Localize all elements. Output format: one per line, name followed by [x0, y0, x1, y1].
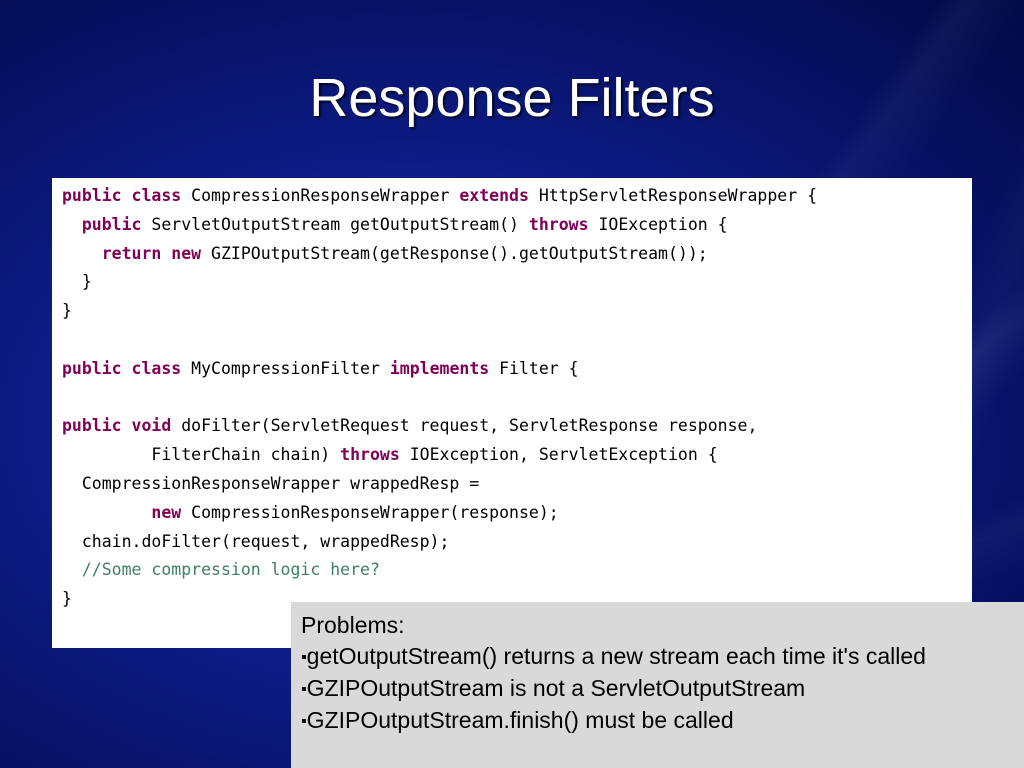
problem-text: GZIPOutputStream is not a ServletOutputS… — [306, 675, 806, 701]
problem-text: getOutputStream() returns a new stream e… — [306, 643, 926, 669]
code-text: HttpServletResponseWrapper { — [528, 186, 818, 205]
problems-box: Problems: ▪getOutputStream() returns a n… — [291, 602, 1024, 768]
code-keyword: new — [151, 502, 182, 522]
code-line: public class MyCompressionFilter impleme… — [62, 355, 962, 384]
problem-item: ▪GZIPOutputStream is not a ServletOutput… — [301, 673, 1014, 705]
code-text: } — [62, 589, 72, 609]
code-text — [62, 244, 102, 263]
code-line: new CompressionResponseWrapper(response)… — [62, 499, 962, 528]
code-text: CompressionResponseWrapper — [181, 186, 460, 205]
code-line: } — [62, 268, 962, 297]
code-line: } — [62, 297, 962, 326]
bullet-icon: ▪ — [301, 713, 307, 730]
code-comment: //Some compression logic here? — [81, 560, 380, 580]
code-text — [62, 503, 151, 522]
problem-text: GZIPOutputStream.finish() must be called — [306, 707, 734, 733]
code-text — [62, 215, 82, 234]
problems-heading: Problems: — [301, 612, 405, 638]
bullet-icon: ▪ — [301, 681, 307, 698]
code-text: } — [62, 301, 72, 321]
code-line: public class CompressionResponseWrapper … — [62, 182, 962, 211]
code-line: CompressionResponseWrapper wrappedResp = — [62, 470, 962, 499]
code-line: public ServletOutputStream getOutputStre… — [62, 211, 962, 240]
code-keyword: throws — [528, 214, 589, 234]
code-keyword: extends — [459, 186, 529, 205]
code-text: IOException { — [588, 214, 728, 234]
code-text: MyCompressionFilter — [181, 358, 390, 378]
code-line — [62, 326, 962, 355]
code-line: return new GZIPOutputStream(getResponse(… — [62, 240, 962, 269]
code-text — [62, 560, 82, 579]
code-text: } — [62, 272, 92, 292]
code-block: public class CompressionResponseWrapper … — [52, 178, 972, 648]
code-text: doFilter(ServletRequest request, Servlet… — [171, 416, 758, 436]
code-line: FilterChain chain) throws IOException, S… — [62, 441, 962, 470]
code-keyword: return new — [101, 243, 202, 263]
code-text: Filter { — [489, 358, 579, 378]
code-line: } — [62, 585, 962, 614]
code-keyword: public — [81, 214, 142, 234]
code-text: CompressionResponseWrapper wrappedResp = — [62, 473, 480, 493]
code-text: CompressionResponseWrapper(response); — [181, 502, 559, 522]
code-text: chain.doFilter(request, wrappedResp); — [62, 531, 450, 551]
problem-item: ▪GZIPOutputStream.finish() must be calle… — [301, 705, 1014, 737]
code-line — [62, 384, 962, 413]
bullet-icon: ▪ — [301, 649, 307, 666]
code-line: chain.doFilter(request, wrappedResp); — [62, 528, 962, 557]
code-keyword: throws — [340, 445, 400, 465]
code-text: ServletOutputStream getOutputStream() — [141, 214, 529, 234]
code-text: FilterChain chain) — [62, 445, 341, 465]
code-keyword: public class — [62, 358, 182, 378]
code-line: //Some compression logic here? — [62, 556, 962, 585]
code-line: public void doFilter(ServletRequest requ… — [62, 412, 962, 441]
slide-title: Response Filters — [309, 68, 715, 128]
code-keyword: public class — [62, 186, 182, 205]
problem-item: ▪getOutputStream() returns a new stream … — [301, 641, 1014, 673]
code-keyword: implements — [389, 358, 490, 378]
code-keyword: public void — [62, 416, 172, 436]
code-text: GZIPOutputStream(getResponse().getOutput… — [201, 243, 708, 263]
code-text: IOException, ServletException { — [399, 445, 718, 465]
